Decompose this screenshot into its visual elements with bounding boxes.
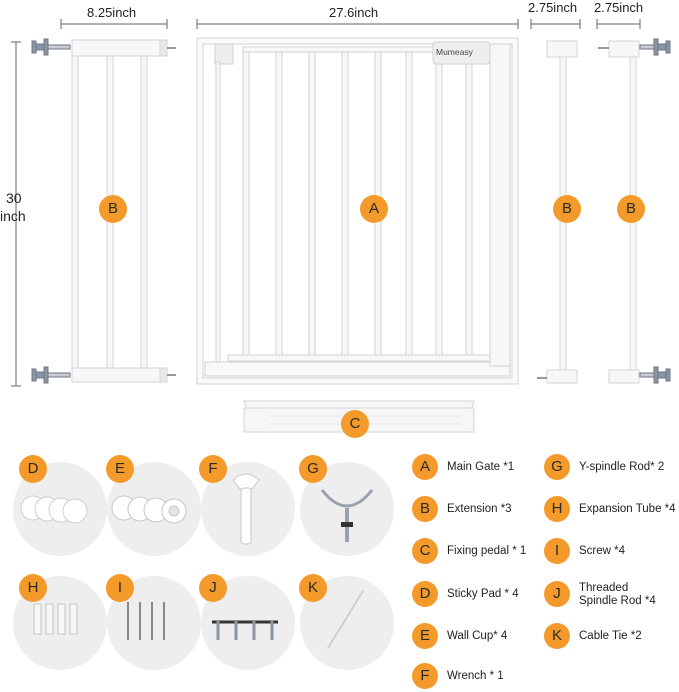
- dim-extension-small-1: 2.75inch: [528, 0, 578, 15]
- dim-height-value: 30: [6, 190, 22, 206]
- dim-gate-width: 27.6inch: [329, 5, 379, 20]
- badge-part-g: G: [299, 455, 327, 483]
- legend-text-h: Expansion Tube *4: [579, 503, 676, 515]
- legend-badge-c: C: [412, 538, 438, 564]
- legend-text-a: Main Gate *1: [447, 461, 515, 473]
- legend-badge-d: D: [412, 581, 438, 607]
- legend-text-b: Extension *3: [447, 503, 512, 515]
- badge-part-j: J: [199, 574, 227, 602]
- legend-badge-e: E: [412, 623, 438, 649]
- badge-part-i: I: [106, 574, 134, 602]
- legend-text-f: Wrench * 1: [447, 670, 504, 682]
- legend-badge-h: H: [544, 496, 570, 522]
- legend-text-c: Fixing pedal * 1: [447, 545, 527, 557]
- legend-text-g: Y-spindle Rod* 2: [579, 461, 665, 473]
- badge-extension-left: B: [99, 195, 127, 223]
- badge-part-e: E: [106, 455, 134, 483]
- legend-badge-j: J: [544, 581, 570, 607]
- dim-height-unit: inch: [0, 208, 26, 224]
- legend-text-k: Cable Tie *2: [579, 630, 642, 642]
- badge-part-k: K: [299, 574, 327, 602]
- legend-badge-b: B: [412, 496, 438, 522]
- legend-badge-i: I: [544, 538, 570, 564]
- brand-label: Mumeasy: [436, 47, 473, 57]
- badge-part-h: H: [19, 574, 47, 602]
- badge-part-d: D: [19, 455, 47, 483]
- main-gate-drawing: [196, 37, 519, 385]
- dimension-lines: [11, 19, 641, 387]
- wall-spindle-left: [31, 38, 71, 384]
- legend-badge-f: F: [412, 663, 438, 689]
- dim-extension-small-2: 2.75inch: [594, 0, 644, 15]
- legend-text-e: Wall Cup* 4: [447, 630, 508, 642]
- badge-extension-small-1: B: [553, 195, 581, 223]
- legend-text-d: Sticky Pad * 4: [447, 588, 519, 600]
- wall-spindle-right: [639, 38, 671, 384]
- badge-extension-small-2: B: [617, 195, 645, 223]
- legend-badge-a: A: [412, 454, 438, 480]
- badge-fixing-pedal: C: [341, 410, 369, 438]
- legend-badge-k: K: [544, 623, 570, 649]
- dim-extension-left: 8.25inch: [87, 5, 137, 20]
- badge-part-f: F: [199, 455, 227, 483]
- legend-text-j: Threaded Spindle Rod *4: [579, 582, 656, 607]
- legend-text-i: Screw *4: [579, 545, 626, 557]
- badge-main-gate: A: [360, 195, 388, 223]
- legend-badge-g: G: [544, 454, 570, 480]
